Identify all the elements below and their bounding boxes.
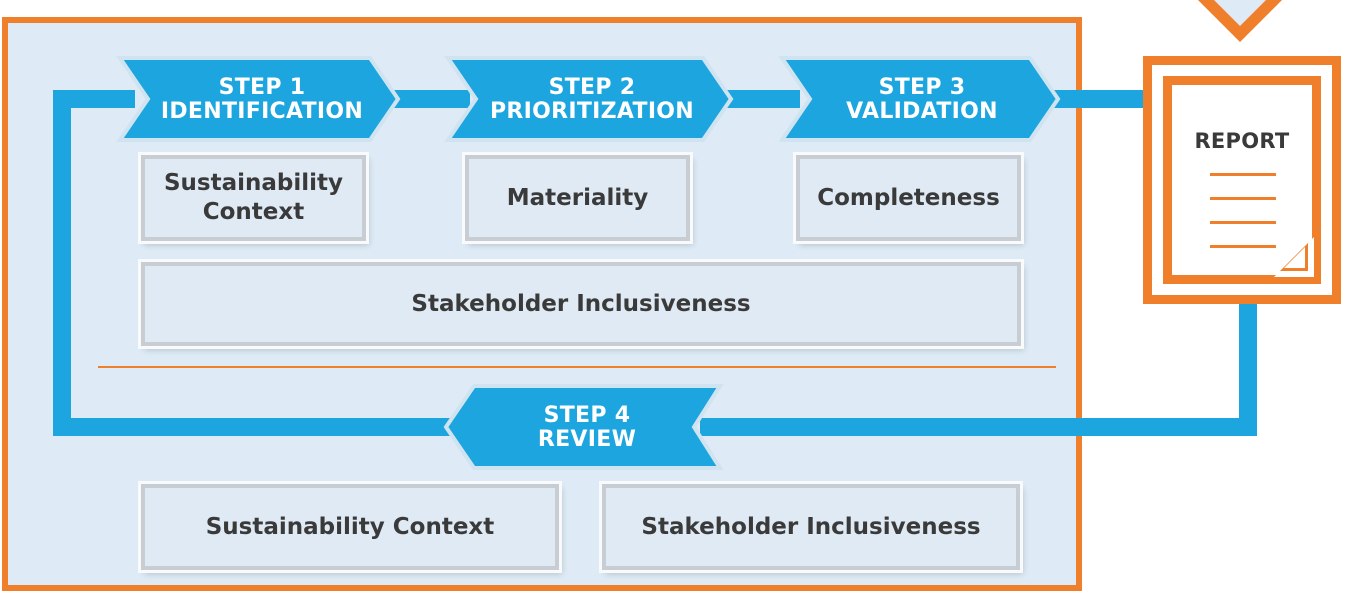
report-line (1210, 197, 1276, 200)
step-1-title: IDENTIFICATION (160, 99, 364, 124)
stakeholder-inclusiveness-box: Stakeholder Inclusiveness (141, 262, 1021, 346)
completeness-box: Completeness (796, 155, 1021, 241)
top-arrow-inner-icon (1214, 0, 1266, 26)
report-line (1210, 245, 1276, 248)
step-1-label: STEP 1 IDENTIFICATION (150, 72, 374, 128)
report-line (1210, 221, 1276, 224)
step-2-title: PRIORITIZATION (489, 99, 695, 124)
step-4-chevron (443, 384, 724, 470)
sustainability-context-box: Sustainability Context (141, 155, 366, 241)
step-1-chevron (116, 56, 401, 142)
step-4-number: STEP 4 (543, 403, 631, 428)
return-connector (700, 300, 1257, 436)
report-line (1210, 173, 1276, 176)
report-title: REPORT (1194, 129, 1290, 153)
step-3-chevron (778, 56, 1061, 142)
materiality-box: Materiality (465, 155, 690, 241)
review-stakeholder-inclusiveness-box: Stakeholder Inclusiveness (602, 484, 1020, 570)
step-4-title: REVIEW (537, 427, 637, 452)
step-2-chevron (444, 56, 734, 142)
page-fold-icon (1274, 237, 1314, 277)
report-page: REPORT (1163, 76, 1321, 284)
step-3-label: STEP 3 VALIDATION (812, 72, 1032, 128)
loop-connector (53, 90, 450, 436)
step-2-number: STEP 2 (548, 75, 636, 100)
step-1-number: STEP 1 (218, 75, 306, 100)
step-4-label: STEP 4 REVIEW (480, 400, 694, 456)
review-sustainability-context-box: Sustainability Context (141, 484, 559, 570)
step-2-label: STEP 2 PRIORITIZATION (478, 72, 706, 128)
step-3-number: STEP 3 (878, 75, 966, 100)
step-3-title: VALIDATION (846, 99, 998, 124)
report-document: REPORT (1143, 56, 1341, 304)
section-divider (98, 366, 1056, 368)
